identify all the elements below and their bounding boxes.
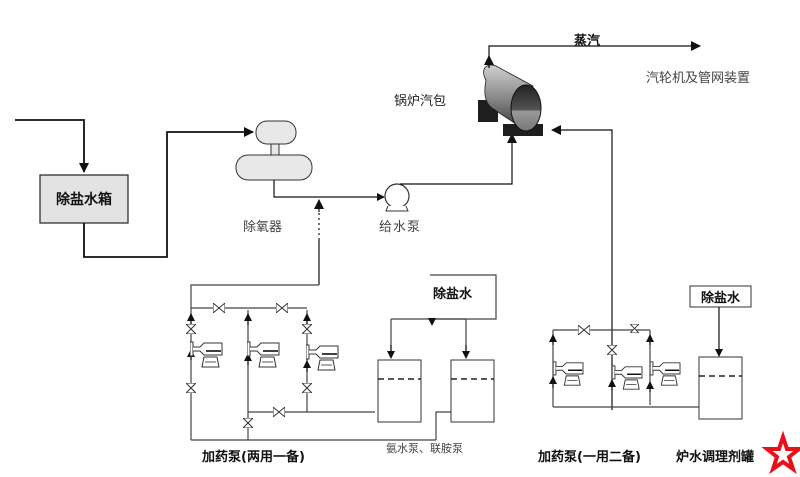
deaerator-label: 除氧器 [243, 220, 283, 235]
feed-pump-label: 给水泵 [379, 220, 422, 235]
steam-line [488, 41, 701, 68]
valve-icon[interactable] [213, 303, 225, 313]
right-dosing-to-drum-line [551, 125, 613, 410]
right-dosing-pumps-label: 加药泵(一用二备) [538, 450, 641, 465]
pump-to-drum-line [400, 133, 517, 185]
dosing-pump-icon[interactable] [306, 344, 339, 371]
boiler-drum-label: 锅炉汽包 [394, 94, 447, 109]
valve-icon[interactable] [276, 303, 288, 313]
valve-icon[interactable] [302, 324, 312, 334]
conditioner-tank [698, 356, 743, 420]
feed-pump-casing [384, 183, 410, 209]
left-dosing-pumps-label: 加药泵(两用一备) [202, 450, 305, 465]
dosing-pump-icon[interactable] [612, 365, 643, 390]
ammonia-tank [377, 359, 422, 423]
deaerator-neck [270, 143, 280, 156]
valve-icon[interactable] [302, 383, 312, 393]
valve-icon[interactable] [607, 345, 617, 355]
dosing-pump-icon[interactable] [247, 341, 280, 368]
inlet-line [15, 119, 89, 173]
deaerator-to-pump-line [273, 180, 385, 201]
valve-icon[interactable] [243, 418, 253, 428]
valve-icon[interactable] [186, 383, 196, 393]
valve-icon[interactable] [630, 324, 639, 333]
boiler-drum [478, 64, 543, 136]
dosing-pump-icon[interactable] [650, 361, 681, 386]
valve-icon[interactable] [273, 407, 285, 417]
feed-pump-base [385, 205, 409, 212]
valve-icon[interactable] [578, 325, 590, 335]
hydrazine-tank [450, 359, 495, 423]
desalted-tank-label: 除盐水箱 [56, 192, 112, 208]
dosing-pump-icon[interactable] [190, 341, 223, 368]
tank-to-deaerator-line [83, 127, 254, 258]
conditioner-tank-label: 炉水调理剂罐 [676, 450, 755, 465]
steam-label: 蒸汽 [574, 34, 601, 49]
desalted-water-label-right: 除盐水 [700, 291, 740, 306]
dosing-pump-icon[interactable] [553, 361, 584, 386]
red-star-icon [761, 430, 800, 475]
desalted-water-box-right [689, 285, 752, 308]
deaerator-top [255, 120, 297, 145]
turbine-label: 汽轮机及管网装置 [646, 71, 751, 86]
ammonia-hydrazine-label: 氨水泵、联胺泵 [386, 442, 463, 455]
valve-icon[interactable] [186, 324, 196, 334]
deaerator-body [235, 154, 313, 181]
desalted-water-label-left: 除盐水 [433, 287, 473, 302]
